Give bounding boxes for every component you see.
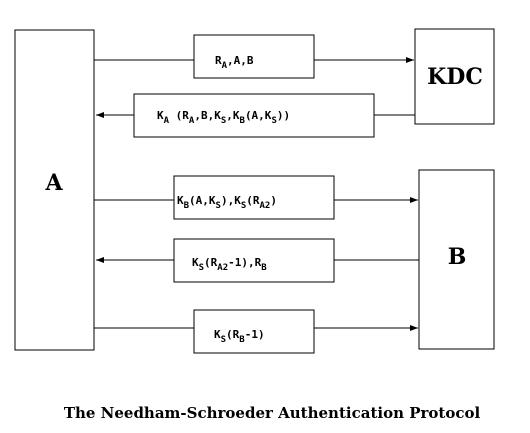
message-subscript: S [271,116,276,126]
message-4: KS(RA2-1),RB [96,238,419,283]
message-text-part: K [157,109,164,122]
message-3-box [173,175,335,220]
message-text-part: ,K [226,109,240,122]
message-subscript: B [239,335,245,345]
message-text-part: (A,K [245,109,272,122]
message-subscript: A [222,61,228,71]
entity-a: A [14,29,95,351]
entity-kdc: KDC [414,28,495,125]
message-text-part: ,B,K [194,109,221,122]
message-subscript: B [184,201,190,211]
message-1: RA,A,B [94,34,414,79]
message-subscript: A2 [260,201,271,211]
message-text-part: (R [204,256,218,269]
message-text-part: (R [246,194,260,207]
entity-kdc-box [414,28,495,125]
message-4-label: KS(RA2-1),RB [192,256,267,273]
message-2-label: KA (RA,B,KS,KB(A,KS)) [157,109,290,126]
message-text-part: (A,K [189,194,216,207]
message-text-part: (R [169,109,189,122]
entity-b-box [418,169,495,350]
message-text-part: ),K [221,194,241,207]
message-text-part: K [177,194,184,207]
entity-kdc-label: KDC [427,64,483,90]
message-text-part: ) [270,194,277,207]
message-subscript: A [164,116,170,126]
message-3: KB(A,KS),KS(RA2) [94,175,418,220]
message-5-label: KS(RB-1) [214,328,265,345]
entity-a-label: A [44,170,63,196]
message-1-label: RA,A,B [215,54,254,71]
message-subscript: B [240,116,246,126]
message-4-box [173,238,335,283]
entity-b-label: B [448,244,467,270]
message-subscript: B [261,263,267,273]
message-3-label: KB(A,KS),KS(RA2) [177,194,277,211]
message-1-box [193,34,315,79]
message-5-box [193,309,315,354]
message-text-part: -1),R [228,256,261,269]
entity-b: B [418,169,495,350]
message-text-part: )) [277,109,290,122]
message-text-part: R [215,54,222,67]
message-text-part: ,A,B [227,54,254,67]
diagram-caption: The Needham-Schroeder Authentication Pro… [64,404,481,422]
message-2-box [133,93,375,138]
message-text-part: (R [226,328,240,341]
message-subscript: S [216,201,221,211]
message-text-part: -1) [245,328,265,341]
message-subscript: S [221,116,226,126]
message-subscript: S [241,201,246,211]
message-5: KS(RB-1) [94,309,418,354]
message-subscript: S [199,263,204,273]
message-subscript: S [221,335,226,345]
message-text-part: K [192,256,199,269]
message-subscript: A [189,116,195,126]
message-subscript: A2 [217,263,228,273]
message-text-part: K [214,328,221,341]
entity-a-box [14,29,95,351]
message-2: KA (RA,B,KS,KB(A,KS)) [96,93,415,138]
